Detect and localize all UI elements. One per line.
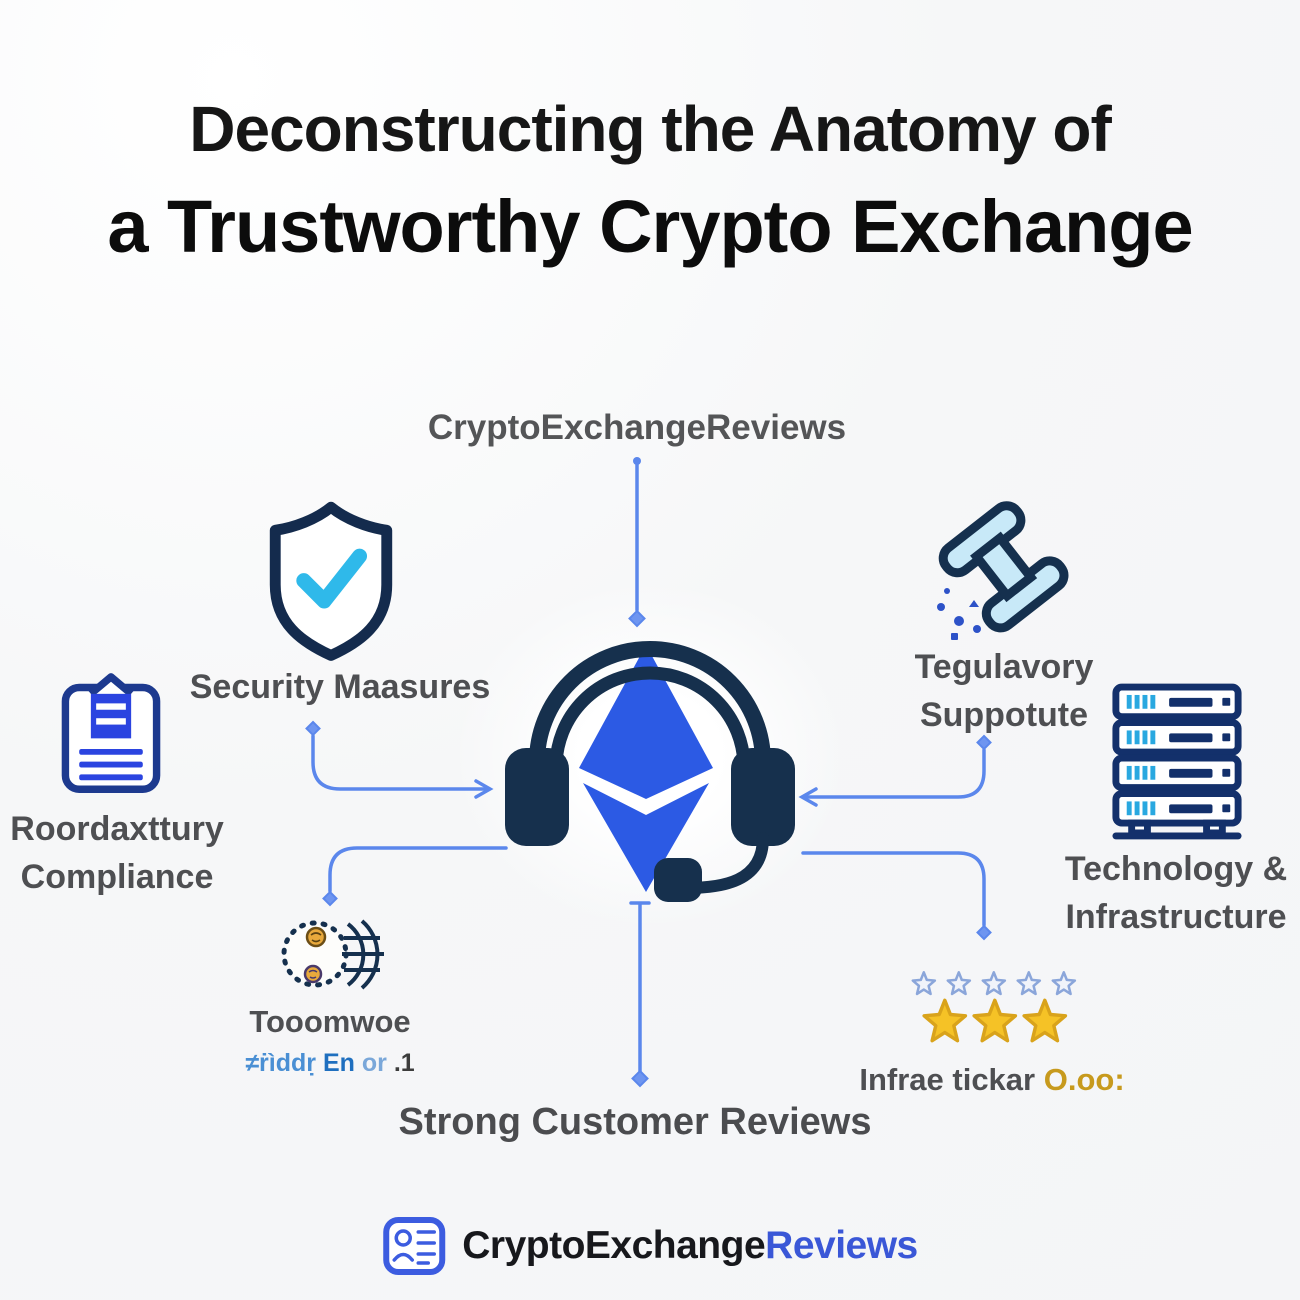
brand-logo-icon <box>382 1216 446 1276</box>
filled-star <box>972 998 1018 1043</box>
regulatory-label-line2: Suppotute <box>919 695 1089 734</box>
rating-label-text: Infrae tickar <box>859 1062 1044 1097</box>
regulatory-support-label: Tegulavory Suppotute <box>915 644 1094 739</box>
technology-label-line2: Infrastructure <box>1065 897 1287 936</box>
shield-check-icon <box>263 500 399 664</box>
globe-coins-icon <box>278 912 392 996</box>
server-rack-icon <box>1108 681 1246 841</box>
sublabel-seg3: or <box>354 1049 387 1077</box>
outline-star <box>1051 971 1077 996</box>
compliance-label: Roordaxttury Compliance <box>10 806 223 901</box>
clipboard-document-icon <box>58 668 164 796</box>
sublabel-seg4: .1 <box>386 1049 415 1077</box>
security-label: Security Maasures <box>189 668 491 706</box>
regulatory-label-line1: Tegulavory <box>914 648 1094 686</box>
page-title-line1: Deconstructing the Anatomy of <box>189 93 1112 165</box>
outline-star <box>946 971 972 996</box>
filled-star <box>1022 998 1068 1043</box>
rating-label-gold: O.oo: <box>1043 1062 1125 1097</box>
page-title-line2: a Trustworthy Crypto Exchange <box>107 185 1193 268</box>
compliance-label-line1: Roordaxttury <box>10 810 224 848</box>
gavel-icon <box>925 495 1085 655</box>
compliance-label-line2: Compliance <box>20 857 214 896</box>
footer-brand-text: CryptoExchangeReviews <box>462 1224 918 1268</box>
footer-brand-part1: CryptoExchange <box>462 1224 766 1267</box>
footer-brand-part2: Reviews <box>765 1224 918 1267</box>
global-coverage-label: Tooomwoe <box>249 1004 411 1039</box>
outline-star <box>911 971 937 996</box>
sublabel-seg2: En <box>316 1049 355 1077</box>
headset-ethereum-icon <box>480 600 820 905</box>
technology-label: Technology & Infrastructure <box>1065 846 1287 941</box>
outline-star <box>981 971 1007 996</box>
technology-label-line1: Technology & <box>1064 850 1288 888</box>
sublabel-seg1: ≠ṙìddṛ <box>245 1049 317 1077</box>
footer-brand: CryptoExchangeReviews <box>382 1216 918 1276</box>
customer-reviews-label: Strong Customer Reviews <box>398 1101 872 1143</box>
filled-star <box>922 998 968 1043</box>
hub-label: CryptoExchangeReviews <box>427 408 847 447</box>
outline-star <box>1016 971 1042 996</box>
star-rating-icon <box>897 968 1087 1050</box>
global-coverage-sublabel: ≠ṙìddṛ En or .1 <box>245 1046 414 1081</box>
customer-rating-label: Infrae tickar O.oo: <box>859 1058 1124 1101</box>
